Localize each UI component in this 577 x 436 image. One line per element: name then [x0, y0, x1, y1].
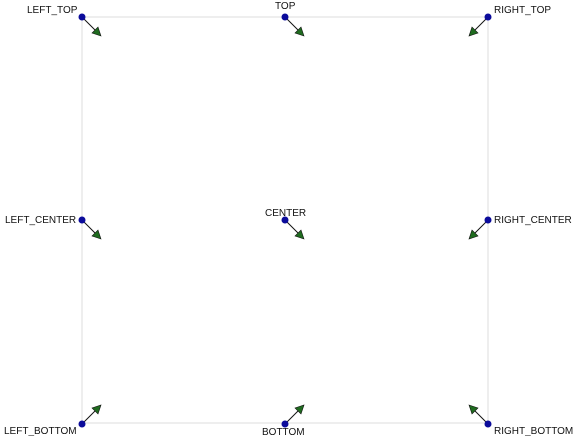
arrow-icon — [91, 404, 102, 415]
anchor-label: RIGHT_BOTTOM — [494, 426, 573, 436]
anchor-dot-icon — [281, 216, 289, 224]
anchor-right-bottom: RIGHT_BOTTOM — [468, 404, 573, 436]
arrow-icon — [294, 404, 305, 415]
anchor-label: LEFT_CENTER — [5, 215, 76, 226]
anchor-label: LEFT_BOTTOM — [4, 426, 77, 436]
anchor-dot-icon — [281, 13, 289, 21]
arrow-icon — [91, 26, 102, 37]
anchor-right-center: RIGHT_CENTER — [468, 215, 572, 240]
anchor-label: CENTER — [265, 208, 306, 219]
anchor-left-top: LEFT_TOP — [27, 5, 102, 37]
anchor-label: RIGHT_TOP — [494, 5, 551, 16]
arrow-icon — [294, 229, 305, 240]
anchor-dot-icon — [281, 420, 289, 428]
anchor-dot-icon — [78, 13, 86, 21]
anchor-dot-icon — [484, 13, 492, 21]
arrow-icon — [91, 229, 102, 240]
arrow-icon — [468, 404, 479, 415]
anchor-dot-icon — [484, 420, 492, 428]
arrow-icon — [294, 26, 305, 37]
anchor-dot-icon — [484, 216, 492, 224]
anchor-label: TOP — [275, 1, 296, 12]
anchor-label: LEFT_TOP — [27, 5, 78, 16]
anchor-left-bottom: LEFT_BOTTOM — [4, 404, 102, 436]
anchor-top: TOP — [275, 1, 305, 37]
anchor-center: CENTER — [265, 208, 306, 240]
arrow-icon — [468, 26, 479, 37]
anchor-dot-icon — [78, 216, 86, 224]
anchor-label: BOTTOM — [262, 427, 305, 436]
anchor-right-top: RIGHT_TOP — [468, 5, 551, 37]
anchor-bottom: BOTTOM — [262, 404, 305, 436]
arrow-icon — [468, 229, 479, 240]
anchor-dot-icon — [78, 420, 86, 428]
anchor-label: RIGHT_CENTER — [494, 215, 572, 226]
anchor-left-center: LEFT_CENTER — [5, 215, 102, 240]
